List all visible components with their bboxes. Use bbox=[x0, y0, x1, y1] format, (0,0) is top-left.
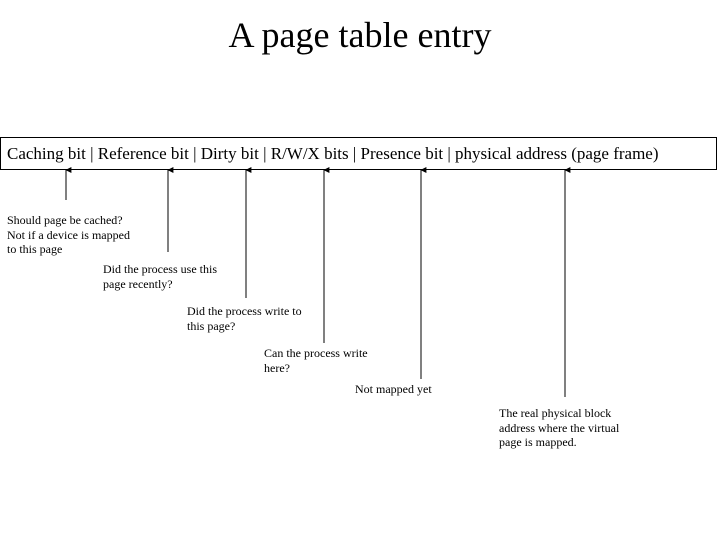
note-dirty-bit: Did the process write to this page? bbox=[187, 304, 302, 333]
note-presence-bit: Not mapped yet bbox=[355, 382, 432, 396]
note-rwx-bits: Can the process write here? bbox=[264, 346, 368, 375]
diagram-title: A page table entry bbox=[228, 15, 492, 55]
page-table-entry-fields: Caching bit | Reference bit | Dirty bit … bbox=[7, 144, 659, 163]
page-table-entry-box bbox=[0, 137, 717, 170]
note-reference-bit: Did the process use this page recently? bbox=[103, 262, 217, 291]
note-physical-address: The real physical block address where th… bbox=[499, 406, 620, 450]
note-caching-bit: Should page be cached? Not if a device i… bbox=[7, 213, 130, 257]
